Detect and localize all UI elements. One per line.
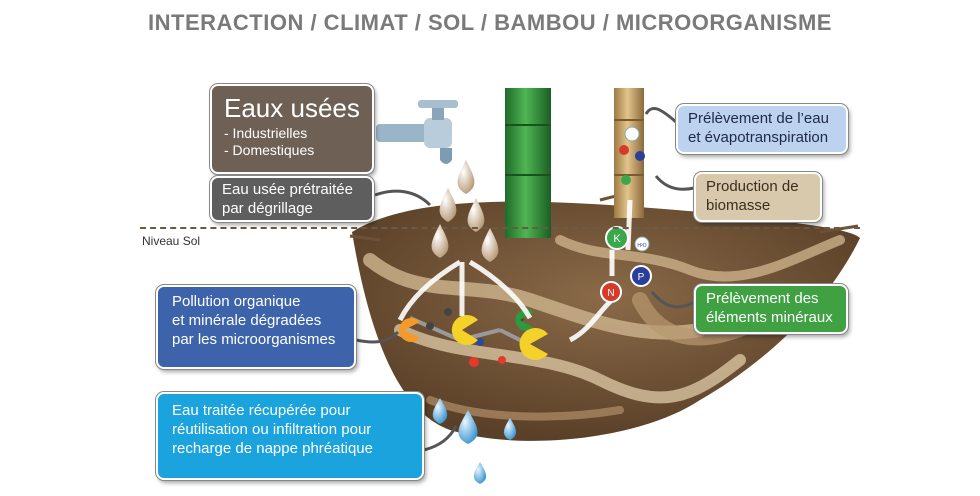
box-mineraux-line-1: Prélèvement des [706, 290, 819, 307]
svg-text:P: P [638, 272, 645, 283]
box-pollution-line-2: et minérale dégradées [172, 311, 322, 329]
box-eaux-usees-line-2: - Domestiques [224, 142, 315, 158]
box-pollution: Pollution organique et minérale dégradée… [156, 285, 356, 369]
box-prelevement-eau-line-2: et évapotranspiration [688, 128, 829, 146]
treated-water-drops [432, 398, 517, 484]
box-eau-traitee: Eau traitée récupérée pour réutilisation… [156, 392, 424, 480]
box-pollution-line-1: Pollution organique [172, 293, 301, 310]
box-eau-traitee-line-1: Eau traitée récupérée pour [172, 402, 351, 419]
nitrogen-icon [600, 281, 622, 303]
callout-arrows [355, 106, 695, 452]
waste-water-drops [431, 160, 499, 262]
phosphorus-icon [630, 265, 652, 287]
nutrient-molecules: K P N H²O [600, 126, 652, 303]
faucet-icon [376, 100, 458, 164]
ground-level-label: Niveau Sol [142, 234, 201, 248]
box-prelevement-eau: Prélèvement de l’eau et évapotranspirati… [676, 104, 848, 154]
svg-text:N: N [607, 288, 614, 299]
box-pretraitee-line-1: Eau usée prétraitée [222, 181, 353, 198]
box-mineraux: Prélèvement des éléments minéraux [694, 284, 848, 334]
green-bamboo-stem [505, 88, 551, 238]
box-pretraitee: Eau usée prétraitée par dégrillage [210, 176, 374, 222]
box-biomasse-line-2: biomasse [706, 196, 771, 214]
water-molecule-icon [634, 236, 650, 252]
box-eaux-usees: Eaux usées - Industrielles - Domestiques [210, 84, 374, 174]
box-eau-traitee-line-3: recharge de nappe phréatique [172, 439, 373, 457]
box-eaux-usees-line-1: - Industrielles [224, 124, 308, 141]
box-pretraitee-line-2: par dégrillage [222, 199, 313, 217]
page-title: INTERACTION / CLIMAT / SOL / BAMBOU / MI… [148, 10, 832, 35]
box-biomasse-line-1: Production de [706, 178, 799, 195]
box-eaux-usees-title: Eaux usées [224, 93, 360, 123]
box-prelevement-eau-line-1: Prélèvement de l’eau [688, 110, 829, 127]
box-biomasse: Production de biomasse [694, 172, 822, 222]
ground-level-line [140, 227, 860, 229]
box-eau-traitee-line-2: réutilisation ou infiltration pour [172, 420, 372, 438]
svg-text:K: K [613, 233, 621, 245]
root-mass [349, 188, 860, 441]
svg-text:H²O: H²O [637, 243, 646, 249]
box-pollution-line-3: par les microorganismes [172, 330, 336, 348]
box-mineraux-line-2: éléments minéraux [706, 308, 833, 326]
